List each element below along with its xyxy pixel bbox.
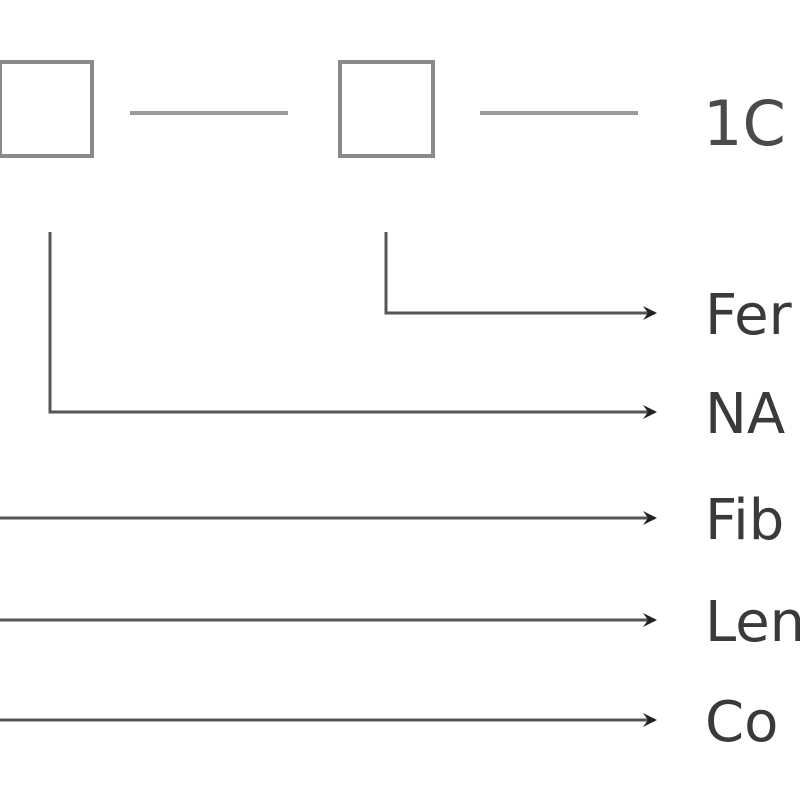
arrow-ferrule [384, 232, 657, 320]
label-ferrule: Fer [705, 283, 793, 348]
arrow-na [48, 232, 657, 419]
code-box-1 [0, 60, 94, 158]
code-box-2 [338, 60, 435, 158]
code-suffix: 1C [703, 87, 786, 160]
label-connector: Co [705, 690, 778, 755]
label-length: Len [705, 590, 800, 655]
label-fiber: Fib [705, 488, 784, 553]
label-na: NA [705, 382, 785, 447]
